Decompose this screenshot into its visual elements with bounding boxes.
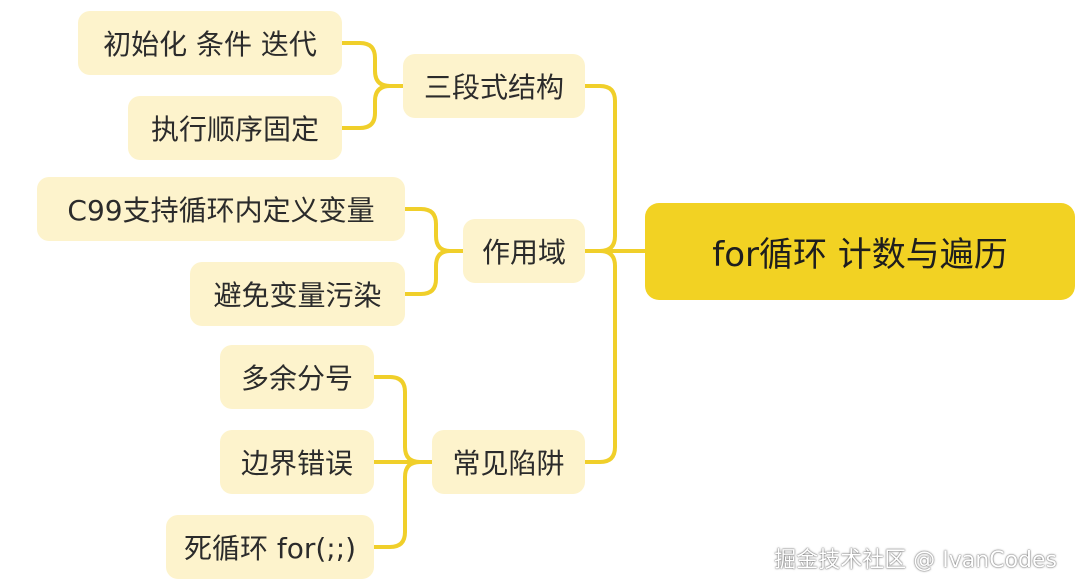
watermark: 掘金技术社区 @ IvanCodes: [774, 548, 1057, 573]
leaf-node-label: 执行顺序固定: [150, 113, 319, 146]
root-node: for循环 计数与遍历: [645, 203, 1075, 300]
leaf-node: 多余分号: [220, 345, 374, 409]
leaf-node-label: C99支持循环内定义变量: [67, 194, 375, 227]
branch-node-pitfalls: 常见陷阱: [432, 430, 585, 494]
leaf-node: 执行顺序固定: [128, 96, 342, 160]
leaf-node: 初始化 条件 迭代: [78, 11, 342, 75]
connector-branch-3-leaf-3: [372, 460, 434, 549]
branch-node-label: 常见陷阱: [452, 447, 565, 480]
connector-branch-1-leaf-2: [340, 84, 405, 130]
connector-branch-2-leaf-2: [403, 249, 465, 296]
connector-root-branch-1: [583, 84, 647, 253]
leaf-node-label: 多余分号: [240, 362, 353, 395]
leaf-node: C99支持循环内定义变量: [37, 177, 405, 241]
root-node-label: for循环 计数与遍历: [712, 235, 1008, 275]
branch-node-label: 作用域: [481, 236, 566, 269]
branch-node-structure: 三段式结构: [403, 54, 585, 118]
leaf-node: 边界错误: [220, 430, 374, 494]
branch-node-label: 三段式结构: [423, 71, 564, 104]
leaf-node-label: 死循环 for(;;): [183, 532, 357, 565]
branch-node-scope: 作用域: [463, 219, 585, 283]
connector-branch-1-leaf-1: [340, 41, 405, 88]
leaf-node: 死循环 for(;;): [166, 515, 374, 579]
connector-branch-2-leaf-1: [403, 207, 465, 253]
connector-branch-3-leaf-1: [372, 375, 434, 464]
leaf-node-label: 初始化 条件 迭代: [103, 28, 317, 61]
leaf-node-label: 边界错误: [240, 447, 353, 480]
leaf-node-label: 避免变量污染: [213, 279, 382, 312]
connector-root-branch-3: [583, 249, 647, 464]
leaf-node: 避免变量污染: [190, 262, 405, 326]
